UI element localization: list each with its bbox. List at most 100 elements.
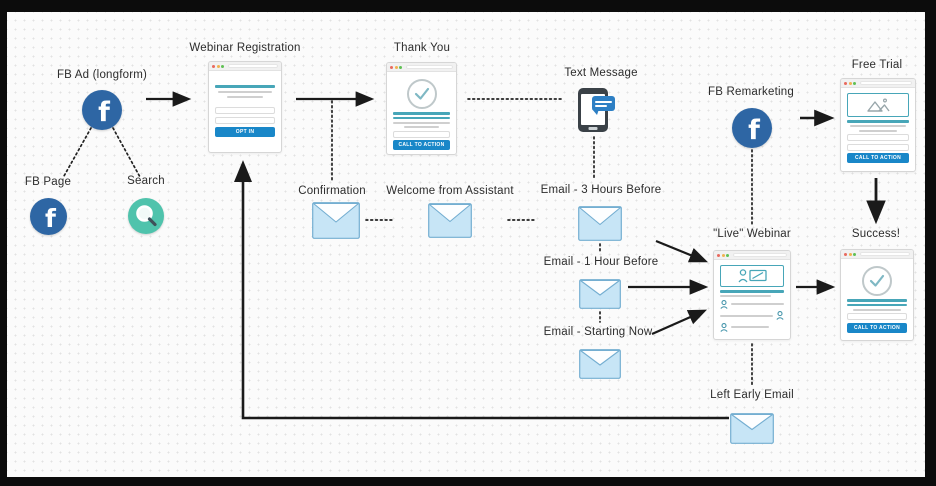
frame-left [0, 0, 7, 486]
node-live-webinar[interactable] [713, 250, 791, 340]
headline-line [393, 111, 450, 115]
headline-line [847, 304, 907, 306]
envelope-icon [312, 202, 360, 239]
traffic-light-red-icon [717, 253, 720, 257]
traffic-light-green-icon [853, 252, 856, 256]
label-webinar-registration: Webinar Registration [189, 42, 301, 54]
chat-line [731, 303, 784, 305]
traffic-light-red-icon [844, 81, 847, 85]
node-fb-remarketing[interactable]: f [732, 108, 772, 148]
envelope-icon [579, 349, 621, 379]
chat-bubble-tail [592, 109, 599, 115]
headline-line [847, 119, 909, 123]
traffic-light-green-icon [853, 81, 856, 85]
chat-line [731, 326, 770, 328]
address-bar [859, 80, 912, 86]
label-fb-page: FB Page [24, 176, 72, 188]
node-email-3h[interactable] [578, 206, 622, 246]
form-field [847, 313, 907, 320]
node-thank-you[interactable]: CALL TO ACTION [386, 62, 457, 155]
traffic-light-red-icon [212, 64, 215, 68]
person-icon [720, 299, 728, 309]
browser-bar [387, 63, 456, 72]
checkmark-icon [862, 266, 892, 296]
label-fb-remarketing: FB Remarketing [708, 86, 794, 98]
traffic-light-yellow-icon [848, 81, 852, 85]
text-line [227, 96, 263, 98]
label-text-message: Text Message [564, 67, 638, 79]
node-confirmation-email[interactable] [312, 202, 360, 244]
form-field [215, 107, 275, 114]
node-success[interactable]: CALL TO ACTION [840, 249, 914, 341]
traffic-light-yellow-icon [216, 64, 220, 68]
frame-right [925, 0, 936, 486]
text-line [720, 295, 772, 297]
form-field [215, 117, 275, 124]
envelope-icon [428, 203, 472, 238]
label-welcome: Welcome from Assistant [386, 185, 514, 197]
traffic-light-yellow-icon [394, 65, 398, 69]
node-fb-page[interactable]: f [30, 198, 67, 235]
traffic-light-red-icon [390, 65, 393, 69]
traffic-light-green-icon [399, 65, 402, 69]
traffic-light-red-icon [844, 252, 847, 256]
chat-line [720, 314, 773, 317]
attendee-row [720, 322, 784, 332]
label-fb-ad: FB Ad (longform) [56, 69, 148, 81]
text-line [859, 129, 897, 132]
text-line [393, 121, 450, 124]
frame-bottom [0, 477, 936, 486]
address-bar [405, 64, 453, 70]
browser-bar [841, 79, 915, 88]
node-welcome-email[interactable] [428, 203, 472, 243]
label-email-now: Email - Starting Now [543, 326, 653, 338]
chat-bubble-icon [592, 96, 615, 111]
call-to-action-button: CALL TO ACTION [847, 322, 907, 333]
facebook-icon: f [748, 114, 760, 146]
node-text-message[interactable] [578, 88, 615, 132]
chat-text-line [595, 100, 612, 103]
envelope-icon [578, 206, 622, 241]
traffic-light-yellow-icon [848, 252, 852, 256]
node-fb-ad[interactable]: f [82, 90, 122, 130]
label-thank-you: Thank You [393, 42, 451, 54]
label-success: Success! [851, 228, 901, 240]
person-icon [776, 311, 784, 320]
text-line [853, 308, 901, 311]
call-to-action-button: CALL TO ACTION [847, 153, 909, 163]
frame-top [0, 0, 936, 12]
headline-line [393, 117, 450, 119]
facebook-icon: f [98, 96, 110, 128]
node-email-starting-now[interactable] [579, 349, 621, 384]
checkmark-icon [406, 79, 437, 109]
traffic-light-green-icon [726, 253, 729, 257]
attendee-row [720, 299, 784, 309]
address-bar [227, 63, 278, 69]
node-search[interactable] [128, 198, 164, 234]
node-email-1h[interactable] [579, 279, 621, 314]
opt-in-button: OPT IN [215, 127, 275, 137]
address-bar [859, 251, 910, 257]
node-left-early-email[interactable] [730, 413, 774, 449]
envelope-icon [730, 413, 774, 444]
text-line [404, 126, 439, 128]
form-field [847, 134, 909, 141]
node-webinar-registration[interactable]: OPT IN [208, 61, 282, 153]
browser-bar [714, 251, 790, 260]
headline-line [720, 289, 784, 293]
label-email-3h: Email - 3 Hours Before [540, 184, 662, 196]
attendee-row [720, 311, 784, 320]
browser-bar [841, 250, 913, 259]
label-search: Search [127, 175, 165, 187]
node-free-trial[interactable]: CALL TO ACTION [840, 78, 916, 172]
headline-line [215, 85, 275, 88]
label-confirmation: Confirmation [298, 185, 366, 197]
form-field [393, 130, 450, 138]
facebook-icon: f [45, 204, 56, 233]
funnel-canvas-background [7, 12, 925, 477]
label-email-1h: Email - 1 Hour Before [543, 256, 659, 268]
image-placeholder-icon [847, 93, 909, 117]
label-live-webinar: "Live" Webinar [713, 228, 791, 240]
phone-home-button [588, 127, 598, 130]
